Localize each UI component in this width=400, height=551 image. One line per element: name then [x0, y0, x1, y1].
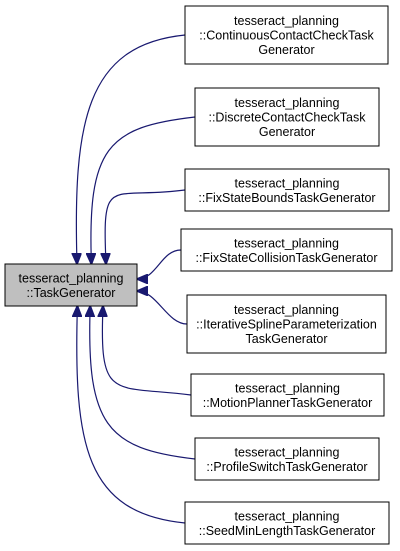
- task-generator-box: [4, 263, 138, 307]
- fix-state-collision-label-line: ::FixStateCollisionTaskGenerator: [195, 251, 377, 265]
- fix-state-bounds-node[interactable]: tesseract_planning::FixStateBoundsTaskGe…: [184, 168, 390, 212]
- discrete-contact-check-label-line: ::DiscreteContactCheckTask: [208, 111, 366, 125]
- fix-state-bounds-label-line: ::FixStateBoundsTaskGenerator: [198, 191, 375, 205]
- motion-planner-label-line: tesseract_planning: [235, 381, 340, 395]
- iterative-spline-parameterization-node[interactable]: tesseract_planning::IterativeSplineParam…: [186, 294, 387, 354]
- continuous-contact-check-node[interactable]: tesseract_planning::ContinuousContactChe…: [184, 5, 389, 65]
- continuous-contact-check-label-line: tesseract_planning: [234, 14, 339, 28]
- fix-state-bounds-label-line: tesseract_planning: [235, 176, 340, 190]
- iterative-spline-parameterization-box: [186, 294, 387, 354]
- fix-state-collision-label-line: tesseract_planning: [234, 236, 339, 250]
- profile-switch-label-line: ::ProfileSwitchTaskGenerator: [206, 460, 367, 474]
- inheritance-edge-iterative-spline-parameterization: [137, 291, 188, 325]
- motion-planner-box: [190, 373, 385, 417]
- motion-planner-node[interactable]: tesseract_planning::MotionPlannerTaskGen…: [190, 373, 385, 417]
- motion-planner-label-line: ::MotionPlannerTaskGenerator: [203, 396, 373, 410]
- inheritance-edge-continuous-contact-check: [76, 34, 186, 264]
- continuous-contact-check-label-line: Generator: [258, 43, 314, 57]
- fix-state-collision-box: [180, 228, 393, 272]
- discrete-contact-check-box: [194, 87, 380, 147]
- discrete-contact-check-label-line: Generator: [259, 125, 315, 139]
- continuous-contact-check-box: [184, 5, 389, 65]
- task-generator-node[interactable]: tesseract_planning::TaskGenerator: [4, 263, 138, 307]
- fix-state-bounds-box: [184, 168, 390, 212]
- task-generator-label-line: tesseract_planning: [19, 271, 124, 285]
- profile-switch-node[interactable]: tesseract_planning::ProfileSwitchTaskGen…: [194, 437, 380, 481]
- inheritance-edge-fix-state-collision: [137, 249, 182, 279]
- seed-min-length-box: [184, 501, 390, 545]
- inheritance-edge-discrete-contact-check: [91, 116, 196, 264]
- continuous-contact-check-label-line: ::ContinuousContactCheckTask: [199, 29, 374, 43]
- iterative-spline-parameterization-label-line: ::IterativeSplineParameterization: [196, 318, 377, 332]
- edges-layer: [76, 34, 196, 524]
- inheritance-edge-motion-planner: [102, 306, 192, 396]
- seed-min-length-node[interactable]: tesseract_planning::SeedMinLengthTaskGen…: [184, 501, 390, 545]
- inheritance-edge-fix-state-bounds: [105, 189, 186, 264]
- iterative-spline-parameterization-label-line: TaskGenerator: [246, 332, 328, 346]
- seed-min-length-label-line: ::SeedMinLengthTaskGenerator: [199, 524, 376, 538]
- profile-switch-box: [194, 437, 380, 481]
- profile-switch-label-line: tesseract_planning: [235, 445, 340, 459]
- inheritance-edge-profile-switch: [90, 306, 196, 460]
- inheritance-edge-seed-min-length: [77, 306, 186, 524]
- discrete-contact-check-node[interactable]: tesseract_planning::DiscreteContactCheck…: [194, 87, 380, 147]
- fix-state-collision-node[interactable]: tesseract_planning::FixStateCollisionTas…: [180, 228, 393, 272]
- seed-min-length-label-line: tesseract_planning: [235, 509, 340, 523]
- iterative-spline-parameterization-label-line: tesseract_planning: [234, 303, 339, 317]
- task-generator-label-line: ::TaskGenerator: [27, 286, 116, 300]
- nodes-layer: tesseract_planning::TaskGeneratortessera…: [4, 5, 393, 545]
- discrete-contact-check-label-line: tesseract_planning: [235, 96, 340, 110]
